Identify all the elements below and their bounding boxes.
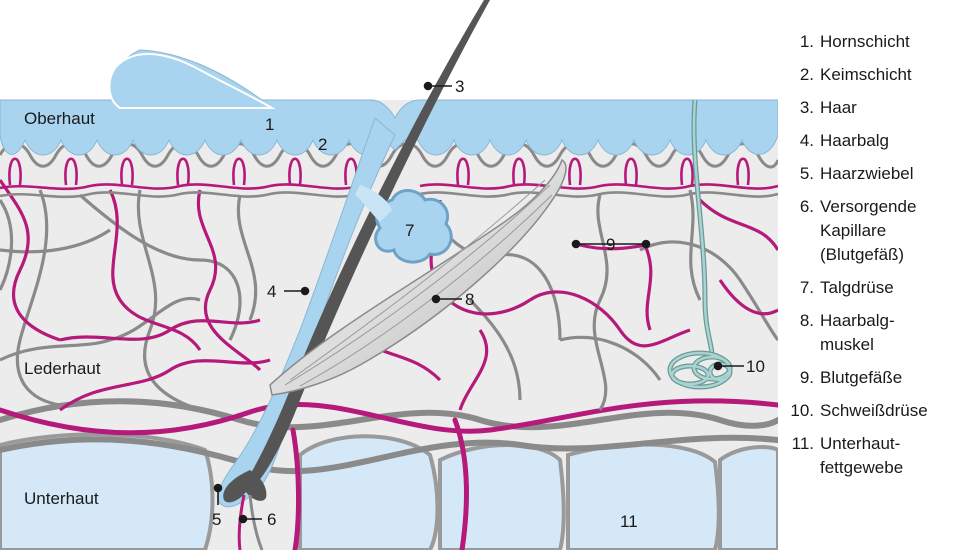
legend-text: Blutgefäße — [820, 366, 902, 390]
legend-number: 7. — [786, 276, 820, 300]
legend-item: 10.Schweißdrüse — [786, 399, 958, 423]
legend-number: 1. — [786, 30, 820, 54]
subcutaneous-fat — [0, 434, 778, 550]
legend-item: 1.Hornschicht — [786, 30, 958, 54]
callout-8: 8 — [465, 290, 474, 309]
skin-cross-section-diagram: Oberhaut Lederhaut Unterhaut 1 2 3 4 5 6… — [0, 0, 778, 550]
callout-10: 10 — [746, 357, 765, 376]
legend-text: Talgdrüse — [820, 276, 894, 300]
legend-item: 11.Unterhaut- fettgewebe — [786, 432, 958, 480]
legend-text: Hornschicht — [820, 30, 910, 54]
legend-list: 1.Hornschicht 2.Keimschicht 3.Haar 4.Haa… — [786, 30, 958, 489]
callout-4: 4 — [267, 282, 276, 301]
callout-5: 5 — [212, 510, 221, 529]
label-dermis: Lederhaut — [24, 359, 101, 378]
callout-11: 11 — [620, 512, 638, 531]
legend-text: Schweißdrüse — [820, 399, 928, 423]
legend-item: 3.Haar — [786, 96, 958, 120]
legend-number: 3. — [786, 96, 820, 120]
callout-2: 2 — [318, 135, 327, 154]
legend-number: 5. — [786, 162, 820, 186]
legend-number: 9. — [786, 366, 820, 390]
legend-number: 10. — [786, 399, 820, 423]
legend-text: Unterhaut- fettgewebe — [820, 432, 903, 480]
label-subcutis: Unterhaut — [24, 489, 99, 508]
legend-text: Haar — [820, 96, 857, 120]
legend-number: 6. — [786, 195, 820, 267]
legend-number: 2. — [786, 63, 820, 87]
legend-text: Versorgende Kapillare (Blutgefäß) — [820, 195, 916, 267]
legend-item: 6.Versorgende Kapillare (Blutgefäß) — [786, 195, 958, 267]
legend-number: 8. — [786, 309, 820, 357]
callout-7: 7 — [405, 221, 414, 240]
legend-text: Haarzwiebel — [820, 162, 914, 186]
label-epidermis: Oberhaut — [24, 109, 95, 128]
callout-9: 9 — [606, 235, 615, 254]
legend-text: Haarbalg- muskel — [820, 309, 895, 357]
legend-text: Haarbalg — [820, 129, 889, 153]
legend-item: 7.Talgdrüse — [786, 276, 958, 300]
legend-item: 5.Haarzwiebel — [786, 162, 958, 186]
legend-item: 4.Haarbalg — [786, 129, 958, 153]
callout-6: 6 — [267, 510, 276, 529]
callout-3: 3 — [455, 77, 464, 96]
legend-number: 11. — [786, 432, 820, 480]
legend-text: Keimschicht — [820, 63, 912, 87]
legend-item: 2.Keimschicht — [786, 63, 958, 87]
legend-number: 4. — [786, 129, 820, 153]
callout-1: 1 — [265, 115, 274, 134]
legend-item: 9.Blutgefäße — [786, 366, 958, 390]
legend-item: 8.Haarbalg- muskel — [786, 309, 958, 357]
